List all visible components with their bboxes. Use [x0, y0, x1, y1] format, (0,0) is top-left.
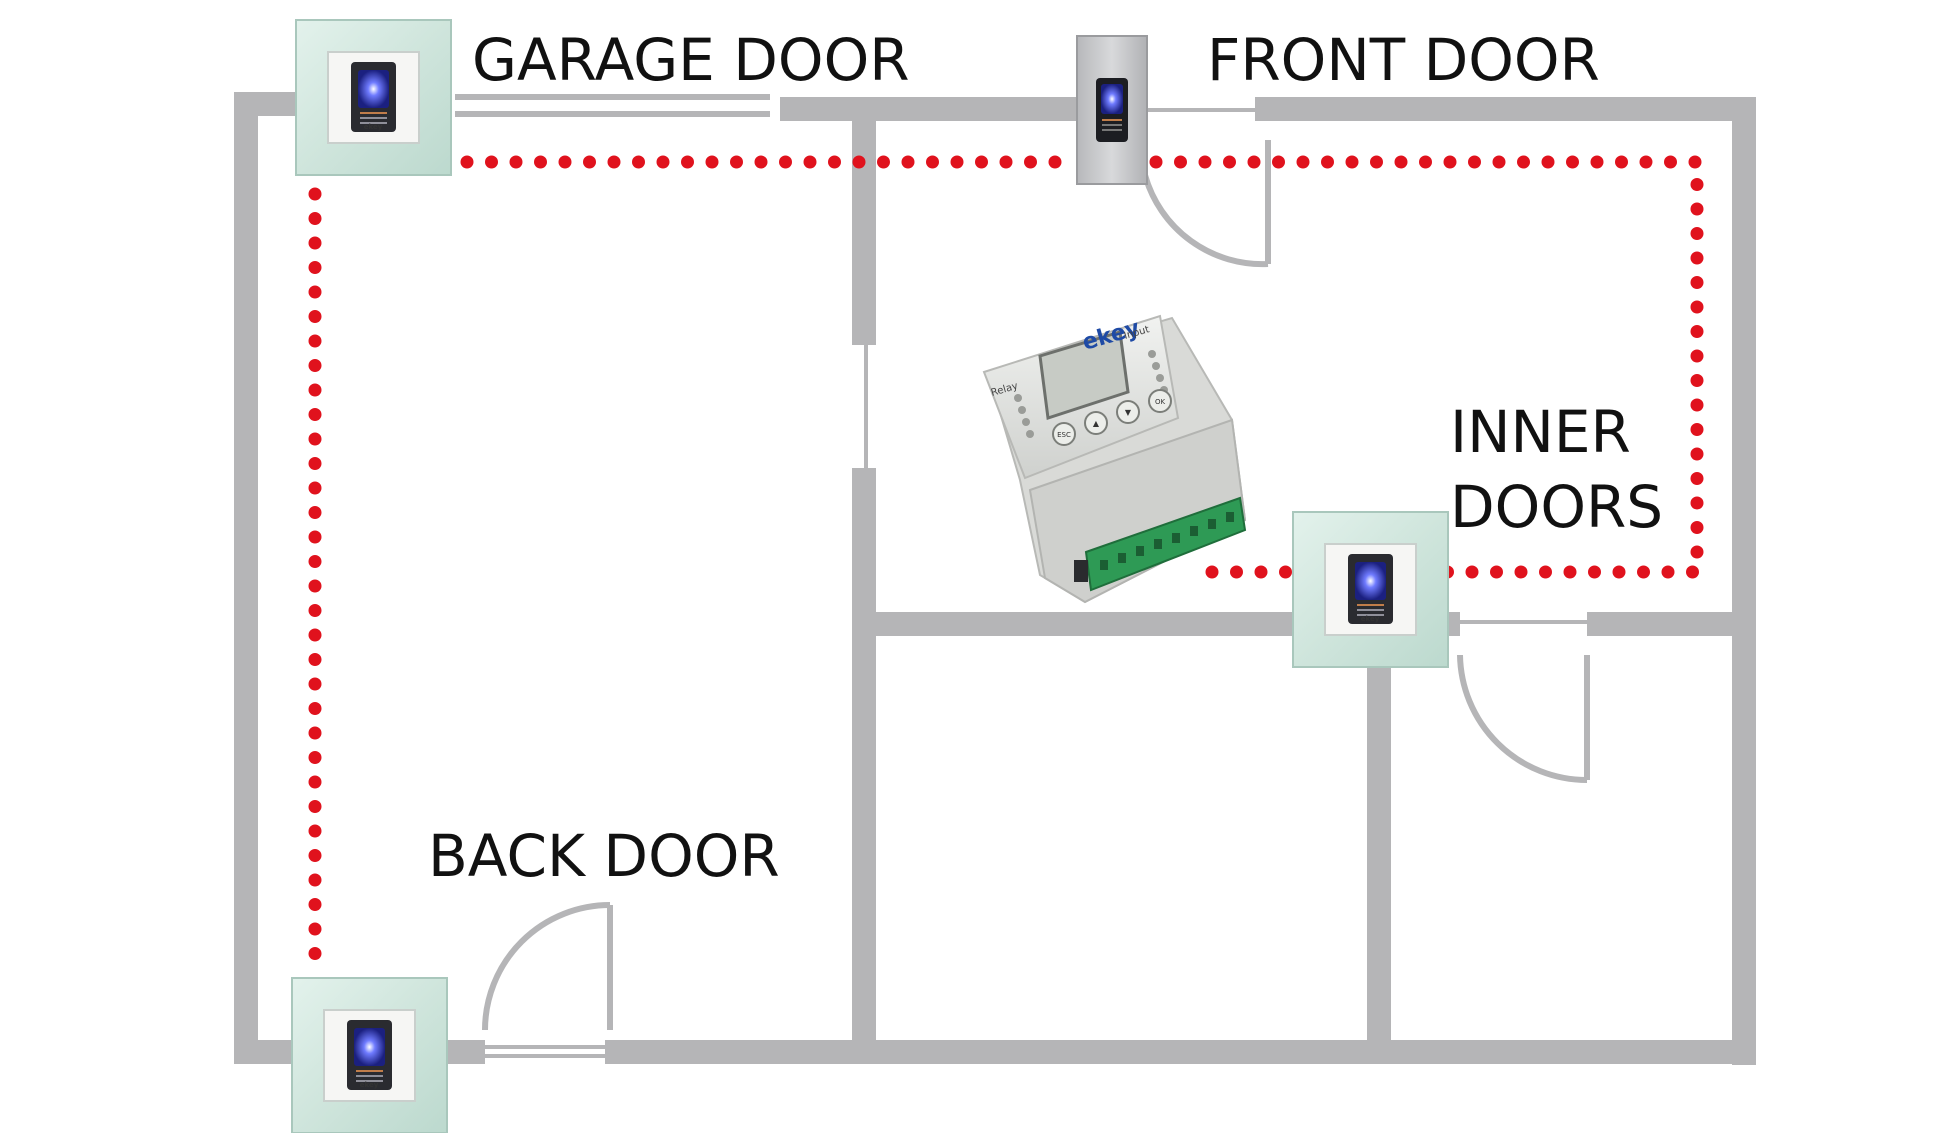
control-unit: ekey Relay Input ESC ▲: [982, 314, 1247, 604]
wall-right: [1732, 97, 1756, 1065]
controller-display: [1038, 330, 1130, 420]
security-perimeter: [308, 155, 1704, 967]
wall-top-right: [1255, 97, 1755, 121]
reader-brand-back: ekey: [360, 1081, 379, 1089]
wall-bottom-right: [605, 1040, 1756, 1064]
svg-text:▼: ▼: [1125, 408, 1132, 417]
esc-button: ESC: [1052, 422, 1076, 446]
ok-button: OK: [1148, 389, 1172, 413]
wall-interior-vertical-lower: [1367, 630, 1391, 1063]
inner-doors-label-line2: DOORS: [1450, 473, 1663, 541]
fingerprint-reader-back: ekey: [291, 977, 448, 1133]
fingerprint-reader-garage: ekey: [295, 19, 452, 176]
garage-door-label: GARAGE DOOR: [472, 26, 910, 94]
wall-bottom-stub: [445, 1040, 485, 1064]
door-lines: [455, 94, 1590, 1058]
walls: [234, 92, 1756, 1065]
wall-top-left-stub: [234, 92, 296, 116]
relay-leds: [1014, 394, 1034, 438]
wall-bottom-left: [234, 1040, 296, 1064]
wall-top-middle: [780, 97, 1080, 121]
fingerprint-reader-inner: ekey: [1292, 511, 1449, 668]
front-door-label: FRONT DOOR: [1207, 26, 1600, 94]
fingerprint-reader-front: [1076, 35, 1148, 185]
terminal-block: [1074, 496, 1247, 592]
wall-interior-horizontal-left: [864, 612, 1324, 636]
svg-text:OK: OK: [1155, 398, 1166, 406]
wall-interior-vertical-top: [852, 110, 876, 345]
reader-brand-inner: ekey: [1361, 615, 1380, 623]
inner-doors-label-line1: INNER: [1450, 398, 1631, 466]
wall-left: [234, 92, 258, 1063]
svg-text:▲: ▲: [1093, 419, 1100, 428]
wall-interior-vertical-bottom: [852, 468, 876, 1063]
controller-buttons: ESC ▲ ▼ OK: [1052, 389, 1172, 446]
reader-brand-garage: ekey: [364, 123, 383, 131]
up-button: ▲: [1084, 411, 1108, 435]
down-button: ▼: [1116, 400, 1140, 424]
back-door-label: BACK DOOR: [428, 822, 780, 890]
wall-interior-horizontal-right: [1587, 612, 1756, 636]
svg-text:ESC: ESC: [1057, 431, 1071, 439]
